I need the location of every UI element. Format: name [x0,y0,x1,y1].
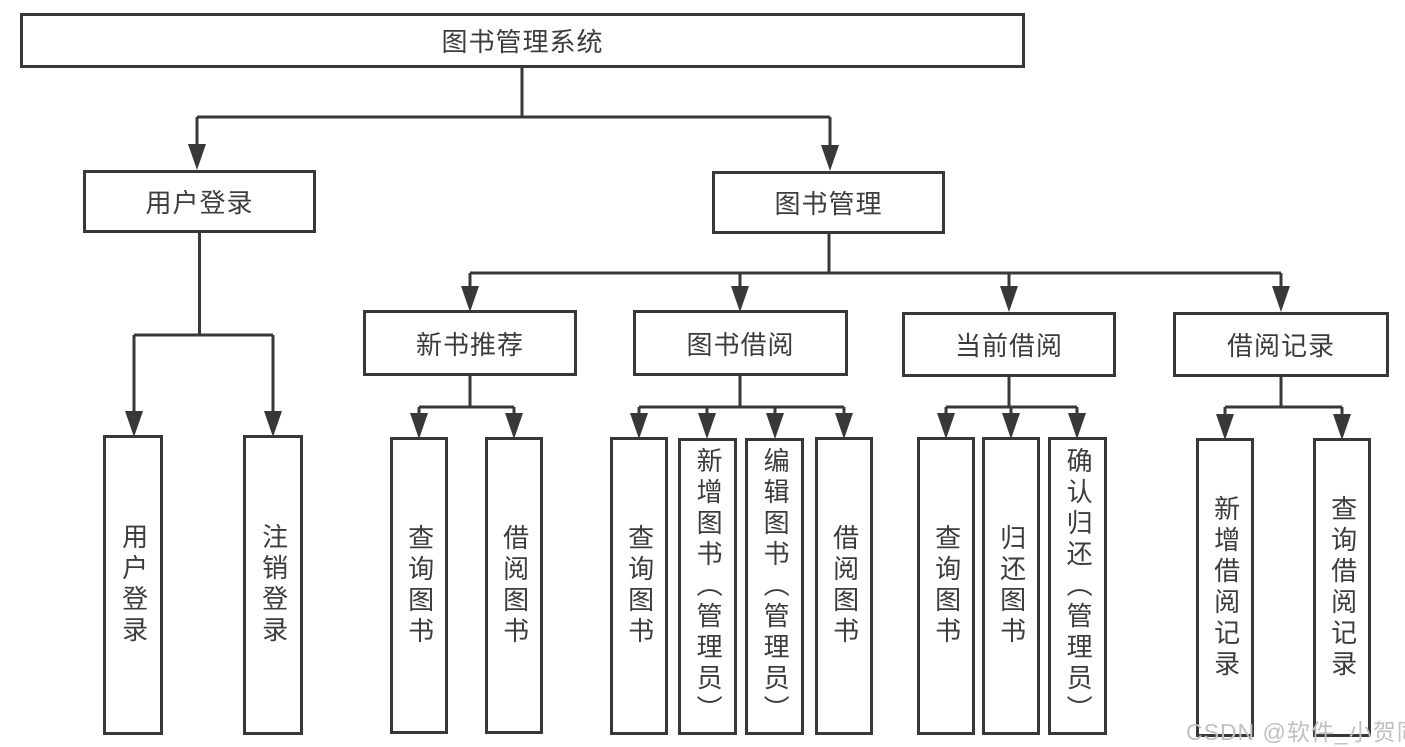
node-current-borrow: 当前借阅 [902,312,1116,377]
tree-edges [132,68,1344,418]
leaf-current-return-book: 归还图书 [982,437,1040,735]
node-user-login-label: 用户登录 [145,188,254,218]
leaf-recommend-borrow-book: 借阅图书 [485,437,543,734]
leaf-recommend-query-book: 查询图书 [390,437,448,734]
leaf-borrow-query-book-label: 查询图书 [624,524,655,648]
leaf-recommend-query-book-label: 查询图书 [404,523,435,648]
csdn-watermark: CSDN @软件_小贺同学 [1186,719,1405,745]
leaf-records-query-record: 查询借阅记录 [1313,438,1371,737]
leaf-user-login: 用户登录 [103,435,163,735]
leaf-borrow-borrow-book: 借阅图书 [815,437,873,735]
leaf-records-add-record: 新增借阅记录 [1196,438,1254,737]
leaf-borrow-query-book: 查询图书 [610,437,668,735]
leaf-current-confirm-return-admin-label: 确认归还（管理员） [1063,446,1094,726]
node-user-login: 用户登录 [83,170,316,233]
leaf-borrow-edit-book-admin-label: 编辑图书（管理员） [760,447,791,726]
leaf-borrow-edit-book-admin: 编辑图书（管理员） [745,438,804,735]
leaf-logout-label: 注销登录 [258,523,289,647]
node-book-management-label: 图书管理 [774,189,883,219]
leaf-borrow-borrow-book-label: 借阅图书 [829,524,860,648]
leaf-records-query-record-label: 查询借阅记录 [1327,494,1358,681]
node-root: 图书管理系统 [20,13,1025,68]
node-new-book-recommend: 新书推荐 [363,310,577,376]
leaf-logout: 注销登录 [243,435,303,735]
leaf-recommend-borrow-book-label: 借阅图书 [499,523,530,648]
node-book-borrow: 图书借阅 [633,310,848,376]
leaf-borrow-add-book-admin: 新增图书（管理员） [678,438,737,735]
leaf-borrow-add-book-admin-label: 新增图书（管理员） [693,447,724,726]
node-new-book-recommend-label: 新书推荐 [415,329,524,360]
node-root-label: 图书管理系统 [441,27,604,57]
leaf-current-confirm-return-admin: 确认归还（管理员） [1048,437,1107,735]
leaf-current-query-book: 查询图书 [917,437,975,735]
node-book-management: 图书管理 [712,171,945,234]
arrowheads [125,144,1351,440]
leaf-current-query-book-label: 查询图书 [931,524,962,648]
node-current-borrow-label: 当前借阅 [954,331,1063,361]
leaf-user-login-label: 用户登录 [118,523,149,647]
node-book-borrow-label: 图书借阅 [686,329,795,360]
node-borrow-records: 借阅记录 [1173,312,1389,377]
node-borrow-records-label: 借阅记录 [1226,331,1335,361]
leaf-current-return-book-label: 归还图书 [996,524,1027,648]
leaf-records-add-record-label: 新增借阅记录 [1210,494,1241,681]
